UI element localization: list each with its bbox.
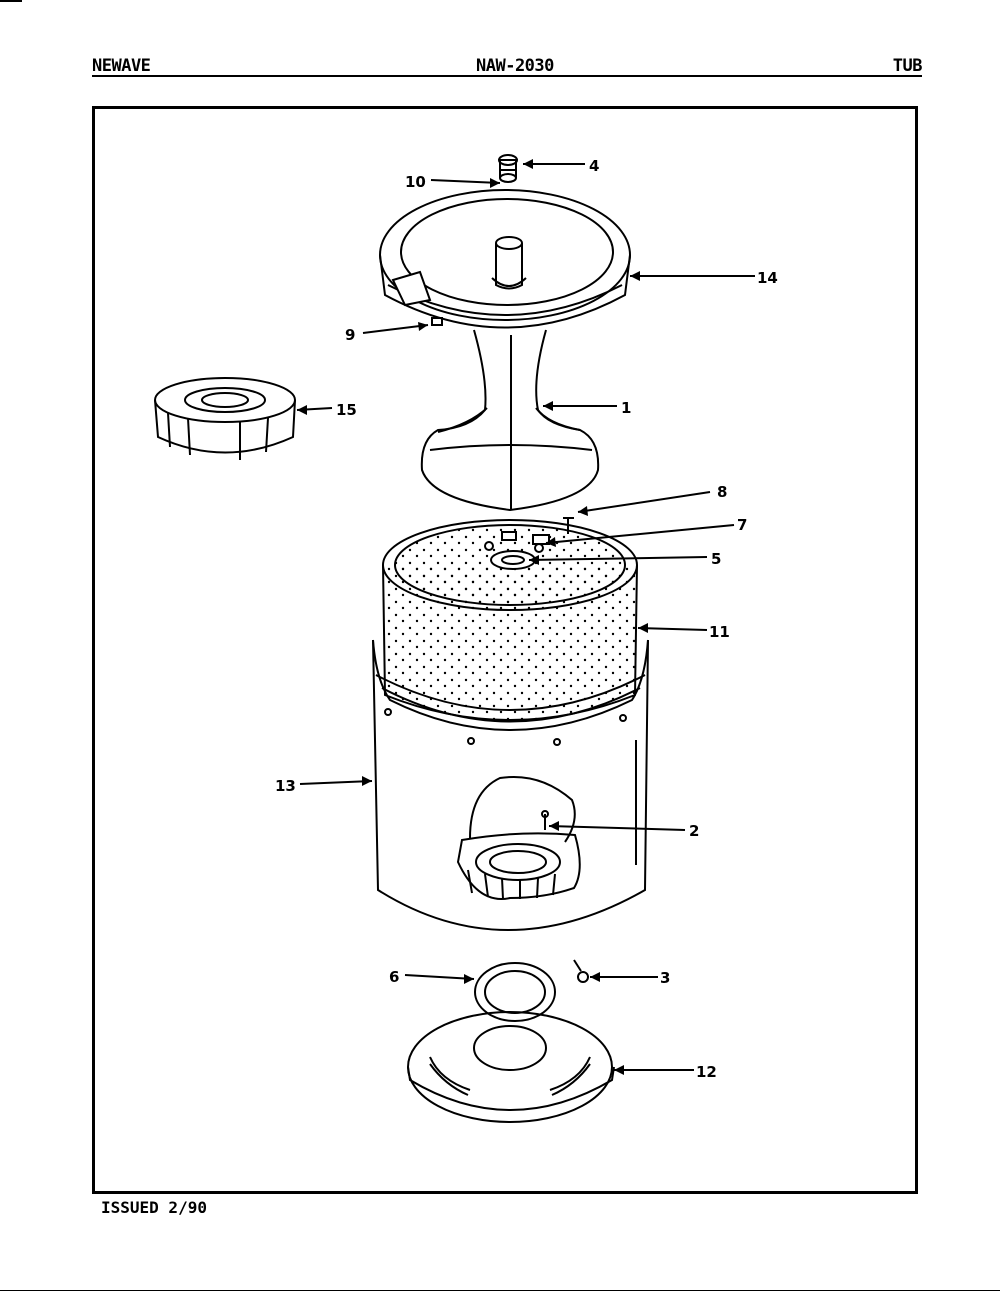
callout-9: 9 [345,326,355,344]
model-number: NAW-2030 [476,56,554,76]
part-11-spin-basket [382,519,638,721]
callout-1: 1 [621,399,631,417]
part-4-nut [498,154,518,183]
part-1-agitator [420,329,600,512]
callout-14: 14 [757,269,778,287]
part-15-cap [154,377,296,460]
callout-4: 4 [589,157,599,175]
part-8-screw [563,517,574,534]
callout-leaders [296,163,755,1071]
header-underline [92,75,922,77]
callout-6: 6 [389,968,399,986]
callout-5: 5 [711,550,721,568]
issued-date: ISSUED 2/90 [101,1198,207,1217]
part-13-outer-tub [372,639,649,931]
callout-12: 12 [696,1063,717,1081]
callout-3: 3 [660,969,670,987]
callout-15: 15 [336,401,357,419]
bottom-rule [0,1290,1000,1291]
corner-mark [0,0,22,2]
part-3-nut [573,959,589,983]
callout-arrowheads [297,159,648,1075]
callout-10: 10 [405,173,426,191]
section-title: TUB [892,56,923,76]
callout-7: 7 [737,516,747,534]
callout-13: 13 [275,777,296,795]
callout-2: 2 [689,822,699,840]
diagram-frame [92,106,918,1194]
brand-label: NEWAVE [92,56,151,76]
part-14-tub-cover [379,189,631,329]
callout-11: 11 [709,623,730,641]
callout-8: 8 [717,483,727,501]
part-12-base-plate [407,1011,615,1123]
